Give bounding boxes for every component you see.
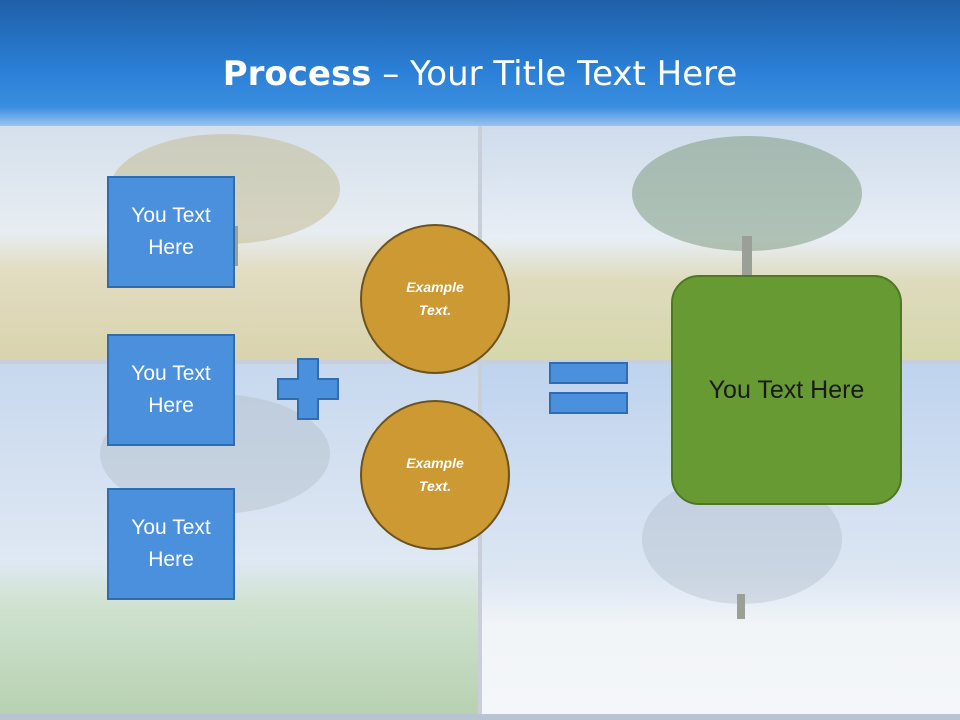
text-box-3-label: You Text Here	[131, 516, 211, 571]
title-bold: Process	[222, 54, 372, 94]
title-rest: – Your Title Text Here	[371, 54, 738, 94]
equals-icon	[549, 362, 628, 414]
text-box-2-label: You Text Here	[131, 362, 211, 417]
example-circle-2[interactable]: Example Text.	[360, 400, 510, 550]
result-box[interactable]: You Text Here	[671, 275, 902, 505]
text-box-2[interactable]: You Text Here	[107, 334, 235, 446]
text-box-3[interactable]: You Text Here	[107, 488, 235, 600]
result-box-label: You Text Here	[708, 375, 865, 404]
plus-icon	[277, 358, 339, 420]
bottom-bar	[0, 714, 960, 720]
example-circle-1-label: Example Text.	[406, 279, 464, 318]
slide-title[interactable]: Process – Your Title Text Here	[0, 54, 960, 94]
text-box-1[interactable]: You Text Here	[107, 176, 235, 288]
text-box-1-label: You Text Here	[131, 204, 211, 259]
example-circle-1[interactable]: Example Text.	[360, 224, 510, 374]
example-circle-2-label: Example Text.	[406, 455, 464, 494]
title-bar: Process – Your Title Text Here	[0, 0, 960, 126]
